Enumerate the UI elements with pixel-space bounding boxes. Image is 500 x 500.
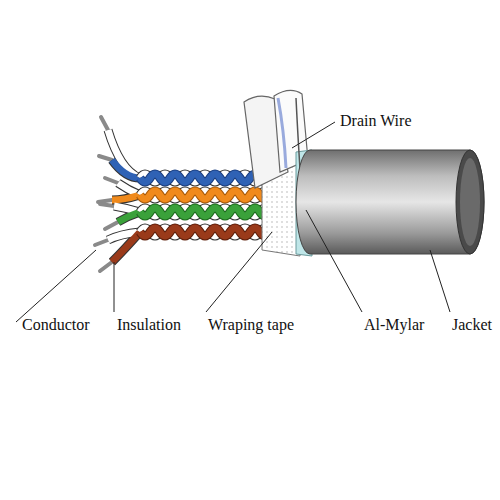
- part-label: Wraping tape: [208, 316, 294, 334]
- part-label: Insulation: [117, 316, 181, 334]
- part-label: Conductor: [22, 316, 90, 334]
- part-label: Drain Wire: [340, 112, 411, 130]
- part-label: Jacket: [452, 316, 492, 334]
- part-label: Al-Mylar: [364, 316, 424, 334]
